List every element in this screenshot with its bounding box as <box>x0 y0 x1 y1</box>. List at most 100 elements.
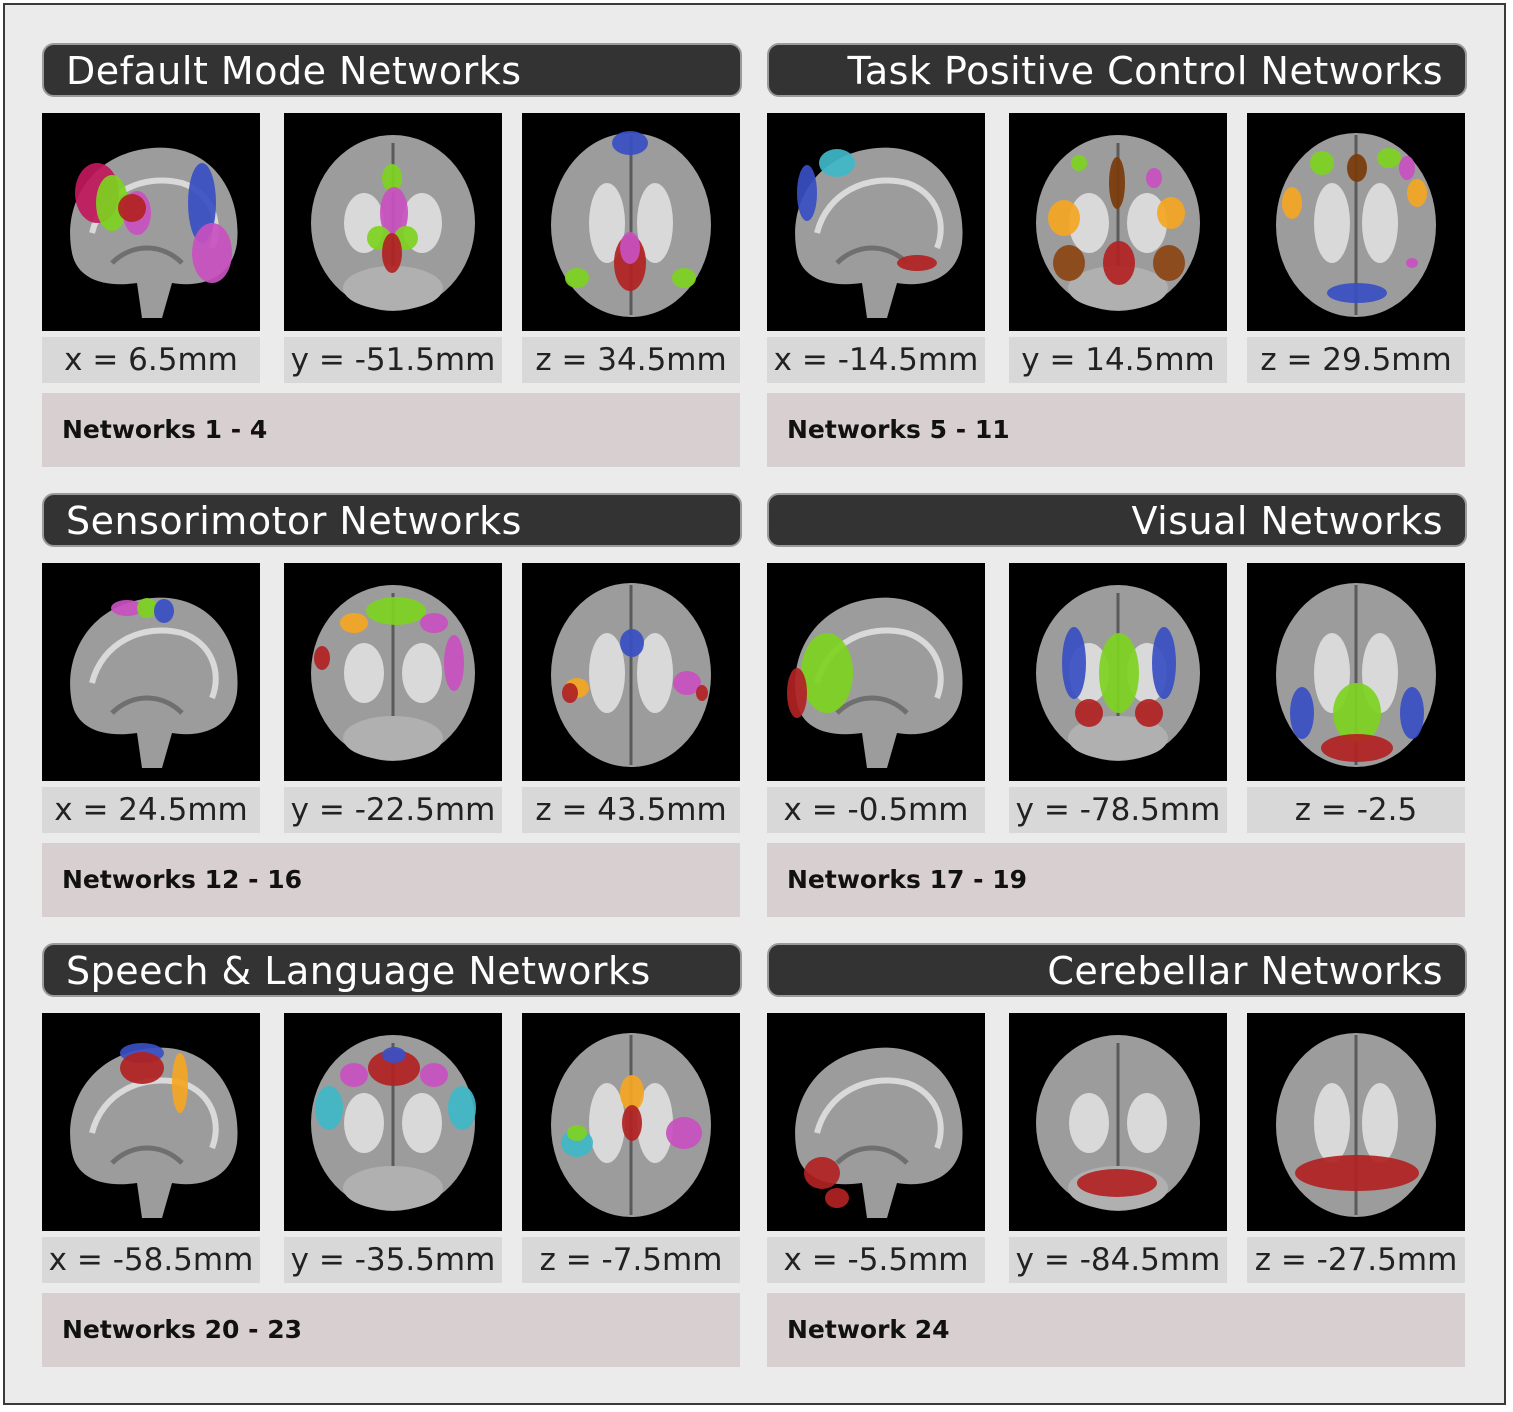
brain-slice-axial <box>522 563 740 781</box>
slice-coordinate: x = 6.5mm <box>42 337 260 383</box>
brain-slice-coronal <box>284 113 502 331</box>
network-blob <box>672 268 696 288</box>
network-blob <box>565 268 589 288</box>
network-blob <box>444 635 464 691</box>
network-blob <box>96 175 128 231</box>
network-blob <box>448 1086 476 1130</box>
panel-title: Task Positive Control Networks <box>767 43 1467 97</box>
network-blob <box>340 1063 368 1087</box>
network-blob <box>1400 687 1424 739</box>
brain-slice-axial <box>522 1013 740 1231</box>
slice-coordinate: z = 34.5mm <box>522 337 740 383</box>
slice-coordinate: x = -14.5mm <box>767 337 985 383</box>
network-blob <box>787 668 807 718</box>
network-blob <box>1295 1155 1419 1191</box>
network-range-label: Networks 20 - 23 <box>42 1293 740 1367</box>
network-blob <box>111 600 143 616</box>
network-blob <box>380 187 408 239</box>
network-blob <box>137 598 157 618</box>
brain-slice-coronal <box>1009 1013 1227 1231</box>
network-blob <box>1399 156 1415 180</box>
slice-coordinate: x = -5.5mm <box>767 1237 985 1283</box>
slice-coordinate: x = 24.5mm <box>42 787 260 833</box>
panel-title: Speech & Language Networks <box>42 943 742 997</box>
network-blob <box>1333 683 1381 743</box>
network-range-label: Networks 5 - 11 <box>767 393 1465 467</box>
brain-slice-axial <box>1247 113 1465 331</box>
network-blob <box>897 255 937 271</box>
slice-coordinate: y = -78.5mm <box>1009 787 1227 833</box>
network-blob <box>1153 245 1185 281</box>
network-blob <box>420 1063 448 1087</box>
network-blob <box>1282 187 1302 219</box>
slice-coordinate: y = -51.5mm <box>284 337 502 383</box>
panel-title: Default Mode Networks <box>42 43 742 97</box>
network-blob <box>1406 258 1418 268</box>
network-blob <box>825 1188 849 1208</box>
network-blob <box>801 633 853 713</box>
brain-slice-axial <box>522 113 740 331</box>
network-blob <box>797 165 817 221</box>
network-blob <box>340 613 368 633</box>
brain-slice-coronal <box>284 563 502 781</box>
network-blob <box>696 685 708 701</box>
network-blob <box>1407 179 1427 207</box>
network-panel: Sensorimotor Networks x = 24.5mm y = -22.5… <box>42 493 742 919</box>
brain-slice-coronal <box>1009 563 1227 781</box>
network-panel: Task Positive Control Networks x = -14.5m… <box>767 43 1467 469</box>
network-blob <box>1075 699 1103 727</box>
network-blob <box>382 1047 406 1063</box>
network-blob <box>1377 148 1401 168</box>
slice-coordinate: z = 29.5mm <box>1247 337 1465 383</box>
slice-coordinate: z = -7.5mm <box>522 1237 740 1283</box>
panel-title: Visual Networks <box>767 493 1467 547</box>
network-blob <box>612 131 648 155</box>
brain-slice-sagittal <box>42 563 260 781</box>
slice-coordinate: z = -27.5mm <box>1247 1237 1465 1283</box>
slice-coordinate: z = -2.5 <box>1247 787 1465 833</box>
network-range-label: Networks 17 - 19 <box>767 843 1465 917</box>
network-blob <box>154 599 174 623</box>
network-panel: Cerebellar Networks x = -5.5mm y = -84.5mm… <box>767 943 1467 1369</box>
network-blob <box>1157 197 1185 229</box>
brain-slice-sagittal <box>42 1013 260 1231</box>
network-range-label: Networks 12 - 16 <box>42 843 740 917</box>
network-blob <box>562 683 578 703</box>
network-blob <box>368 1050 420 1086</box>
network-blob <box>192 223 232 283</box>
network-blob <box>1146 168 1162 188</box>
network-blob <box>622 1105 642 1141</box>
network-blob <box>1077 1169 1157 1197</box>
network-blob <box>620 232 640 264</box>
network-blob <box>819 149 855 177</box>
network-panel: Default Mode Networks x = 6.5mm y = -51.5m… <box>42 43 742 469</box>
slice-coordinate: y = -22.5mm <box>284 787 502 833</box>
brain-slice-coronal <box>284 1013 502 1231</box>
network-blob <box>804 1157 840 1189</box>
network-blob <box>1053 245 1085 281</box>
network-blob <box>666 1117 702 1149</box>
network-blob <box>118 194 146 222</box>
slice-coordinate: y = -84.5mm <box>1009 1237 1227 1283</box>
brain-slice-sagittal <box>767 1013 985 1231</box>
network-blob <box>1103 241 1135 285</box>
brain-slice-coronal <box>1009 113 1227 331</box>
network-blob <box>673 671 701 695</box>
network-blob <box>1152 627 1176 699</box>
network-blob <box>1347 154 1367 182</box>
network-blob <box>188 163 216 243</box>
network-blob <box>1071 155 1087 171</box>
network-blob <box>567 1125 587 1141</box>
slice-coordinate: z = 43.5mm <box>522 787 740 833</box>
network-blob <box>1327 283 1387 303</box>
network-blob <box>1062 627 1086 699</box>
network-blob <box>1310 151 1334 175</box>
network-blob <box>1048 200 1080 236</box>
panel-title: Cerebellar Networks <box>767 943 1467 997</box>
network-blob <box>120 1052 164 1084</box>
brain-slice-axial <box>1247 563 1465 781</box>
network-blob <box>382 233 402 273</box>
panel-title: Sensorimotor Networks <box>42 493 742 547</box>
